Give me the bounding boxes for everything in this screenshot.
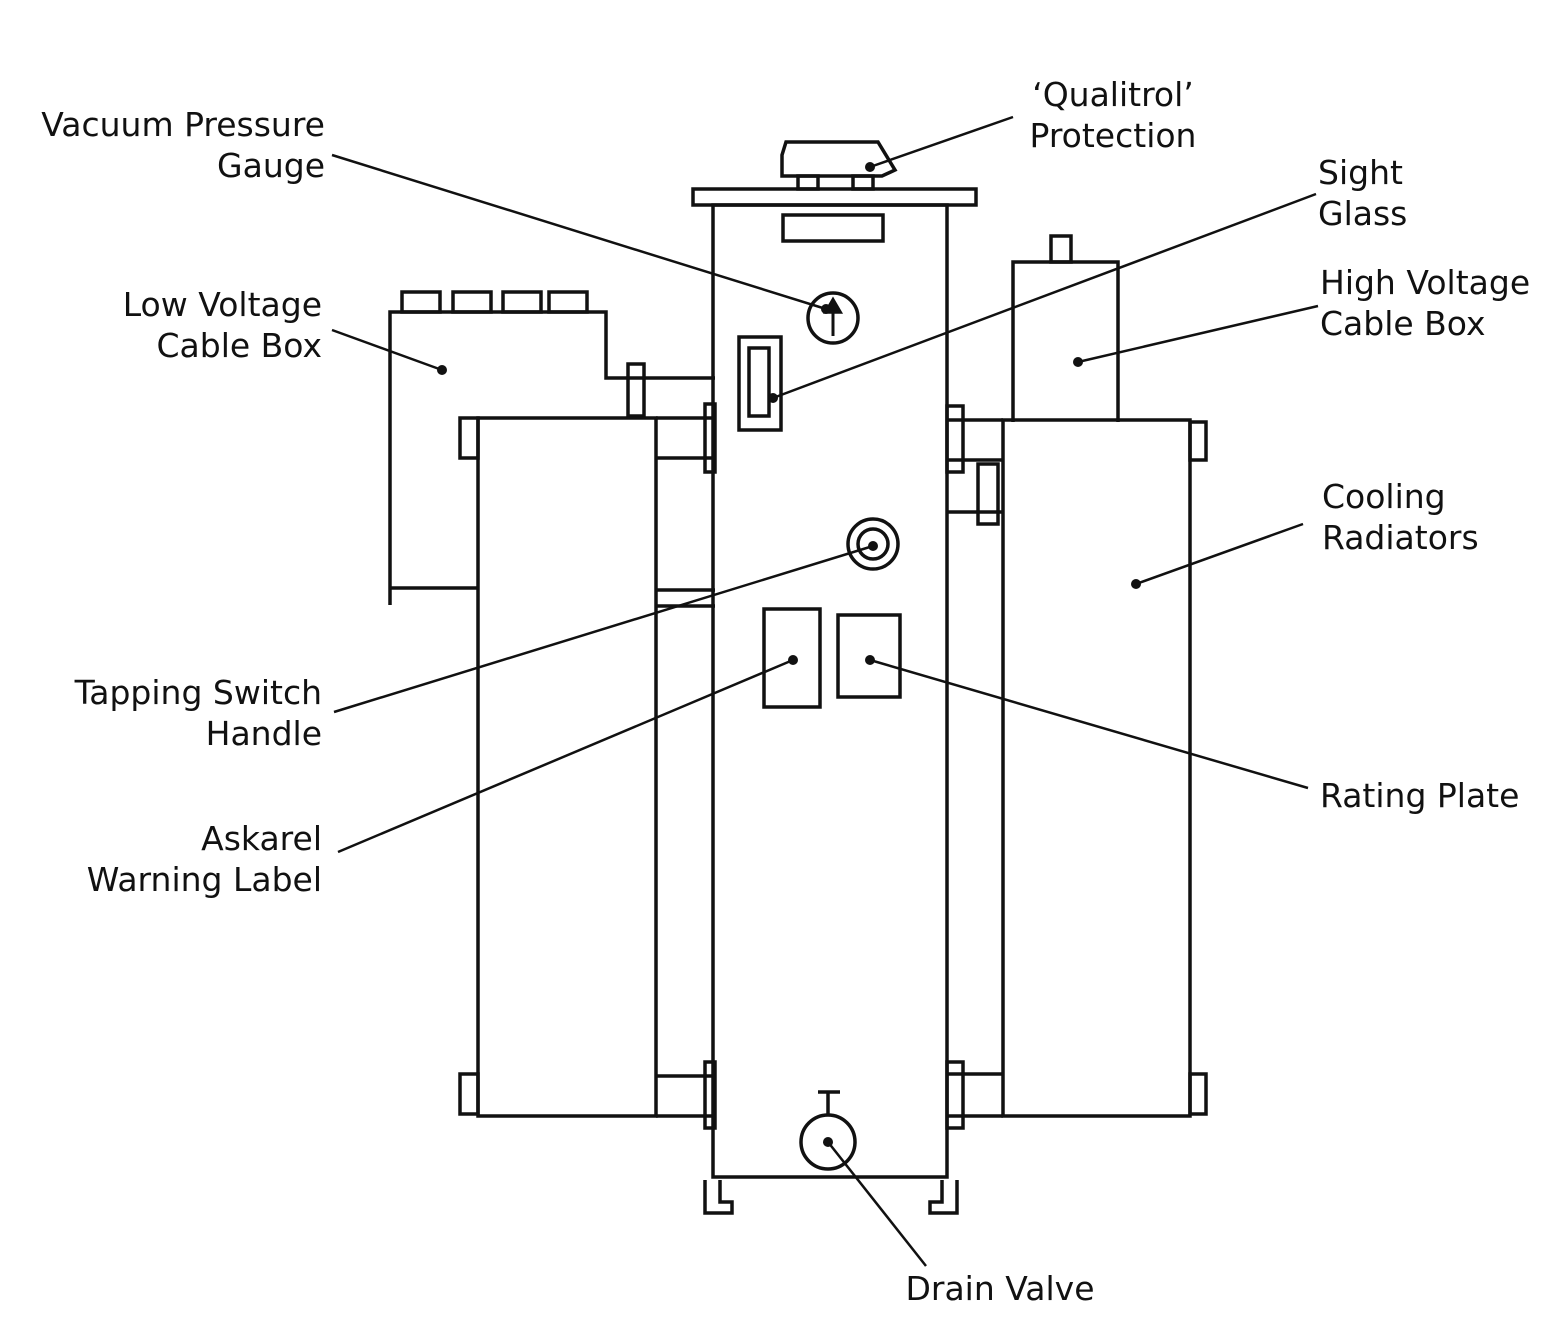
label-rating-plate: Rating Plate xyxy=(1320,776,1520,815)
label-vacuum-pressure-gauge: Vacuum Pressure Gauge xyxy=(41,105,325,185)
label-sight-glass: Sight Glass xyxy=(1318,153,1408,233)
label-qualitrol-protection: ‘Qualitrol’ Protection xyxy=(1029,75,1197,155)
rating-plate-rect xyxy=(836,613,902,699)
tapping-switch-knob xyxy=(846,517,900,571)
high-voltage-cable-box xyxy=(1011,234,1120,422)
label-high-voltage-cable-box: High Voltage Cable Box xyxy=(1320,263,1531,343)
right-cooling-radiator xyxy=(945,404,1208,1130)
askarel-plate xyxy=(762,607,822,709)
label-low-voltage-cable-box: Low Voltage Cable Box xyxy=(122,285,322,365)
low-voltage-cable-box xyxy=(388,290,715,605)
qualitrol-device xyxy=(780,140,898,243)
leader-lines xyxy=(331,115,1319,1267)
leader-dots xyxy=(437,162,1141,1147)
label-cooling-radiators: Cooling Radiators xyxy=(1322,477,1479,557)
label-tapping-switch-handle: Tapping Switch Handle xyxy=(74,673,322,753)
label-drain-valve: Drain Valve xyxy=(905,1269,1095,1308)
left-cooling-radiator xyxy=(458,402,717,1130)
main-tank xyxy=(691,187,978,1215)
drain-valve-unit xyxy=(799,1090,857,1171)
vacuum-gauge-dial xyxy=(806,291,860,345)
sight-glass-unit xyxy=(737,335,783,432)
label-askarel-warning-label: Askarel Warning Label xyxy=(86,819,322,899)
